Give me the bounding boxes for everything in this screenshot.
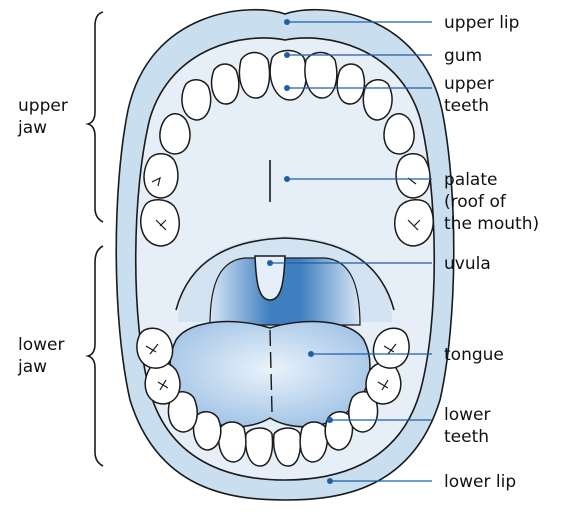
lower-jaw-bracket	[88, 246, 103, 466]
upper-tooth	[182, 80, 211, 120]
label-lower-lip: lower lip	[444, 472, 516, 492]
label-upper-teeth-2: teeth	[444, 96, 489, 116]
label-uvula: uvula	[444, 254, 491, 274]
lower-tooth	[246, 428, 273, 466]
upper-tooth	[396, 154, 430, 198]
lower-tooth	[145, 362, 180, 404]
label-lower-teeth-2: teeth	[444, 427, 489, 447]
lower-tooth	[300, 422, 327, 462]
label-upper-lip: upper lip	[444, 13, 519, 33]
upper-tooth	[160, 114, 190, 154]
label-upper-jaw-1: upper	[18, 96, 68, 116]
label-palate-2: (roof of	[444, 192, 507, 212]
label-lower-jaw-2: jaw	[17, 357, 47, 377]
lower-tooth	[366, 362, 401, 404]
upper-tooth	[384, 114, 414, 154]
label-gum: gum	[444, 46, 482, 66]
upper-jaw-bracket	[88, 12, 103, 222]
label-upper-teeth-1: upper	[444, 74, 494, 94]
upper-tooth	[305, 53, 337, 99]
upper-tooth	[270, 51, 306, 101]
label-palate-3: the mouth)	[444, 214, 539, 234]
lower-tooth	[219, 422, 246, 462]
lower-tooth	[274, 428, 301, 466]
lower-tooth	[194, 412, 221, 450]
upper-tooth	[239, 53, 269, 99]
upper-tooth	[337, 64, 364, 104]
upper-tooth	[212, 64, 239, 104]
upper-tooth	[395, 200, 434, 246]
upper-tooth	[141, 200, 180, 246]
upper-tooth	[363, 80, 392, 120]
label-tongue: tongue	[444, 345, 504, 365]
label-palate-1: palate	[444, 170, 497, 190]
upper-tooth	[144, 154, 178, 198]
lower-tooth	[373, 328, 409, 368]
label-lower-jaw-1: lower	[18, 335, 64, 355]
label-upper-jaw-2: jaw	[17, 118, 47, 138]
label-lower-teeth-1: lower	[444, 405, 490, 425]
